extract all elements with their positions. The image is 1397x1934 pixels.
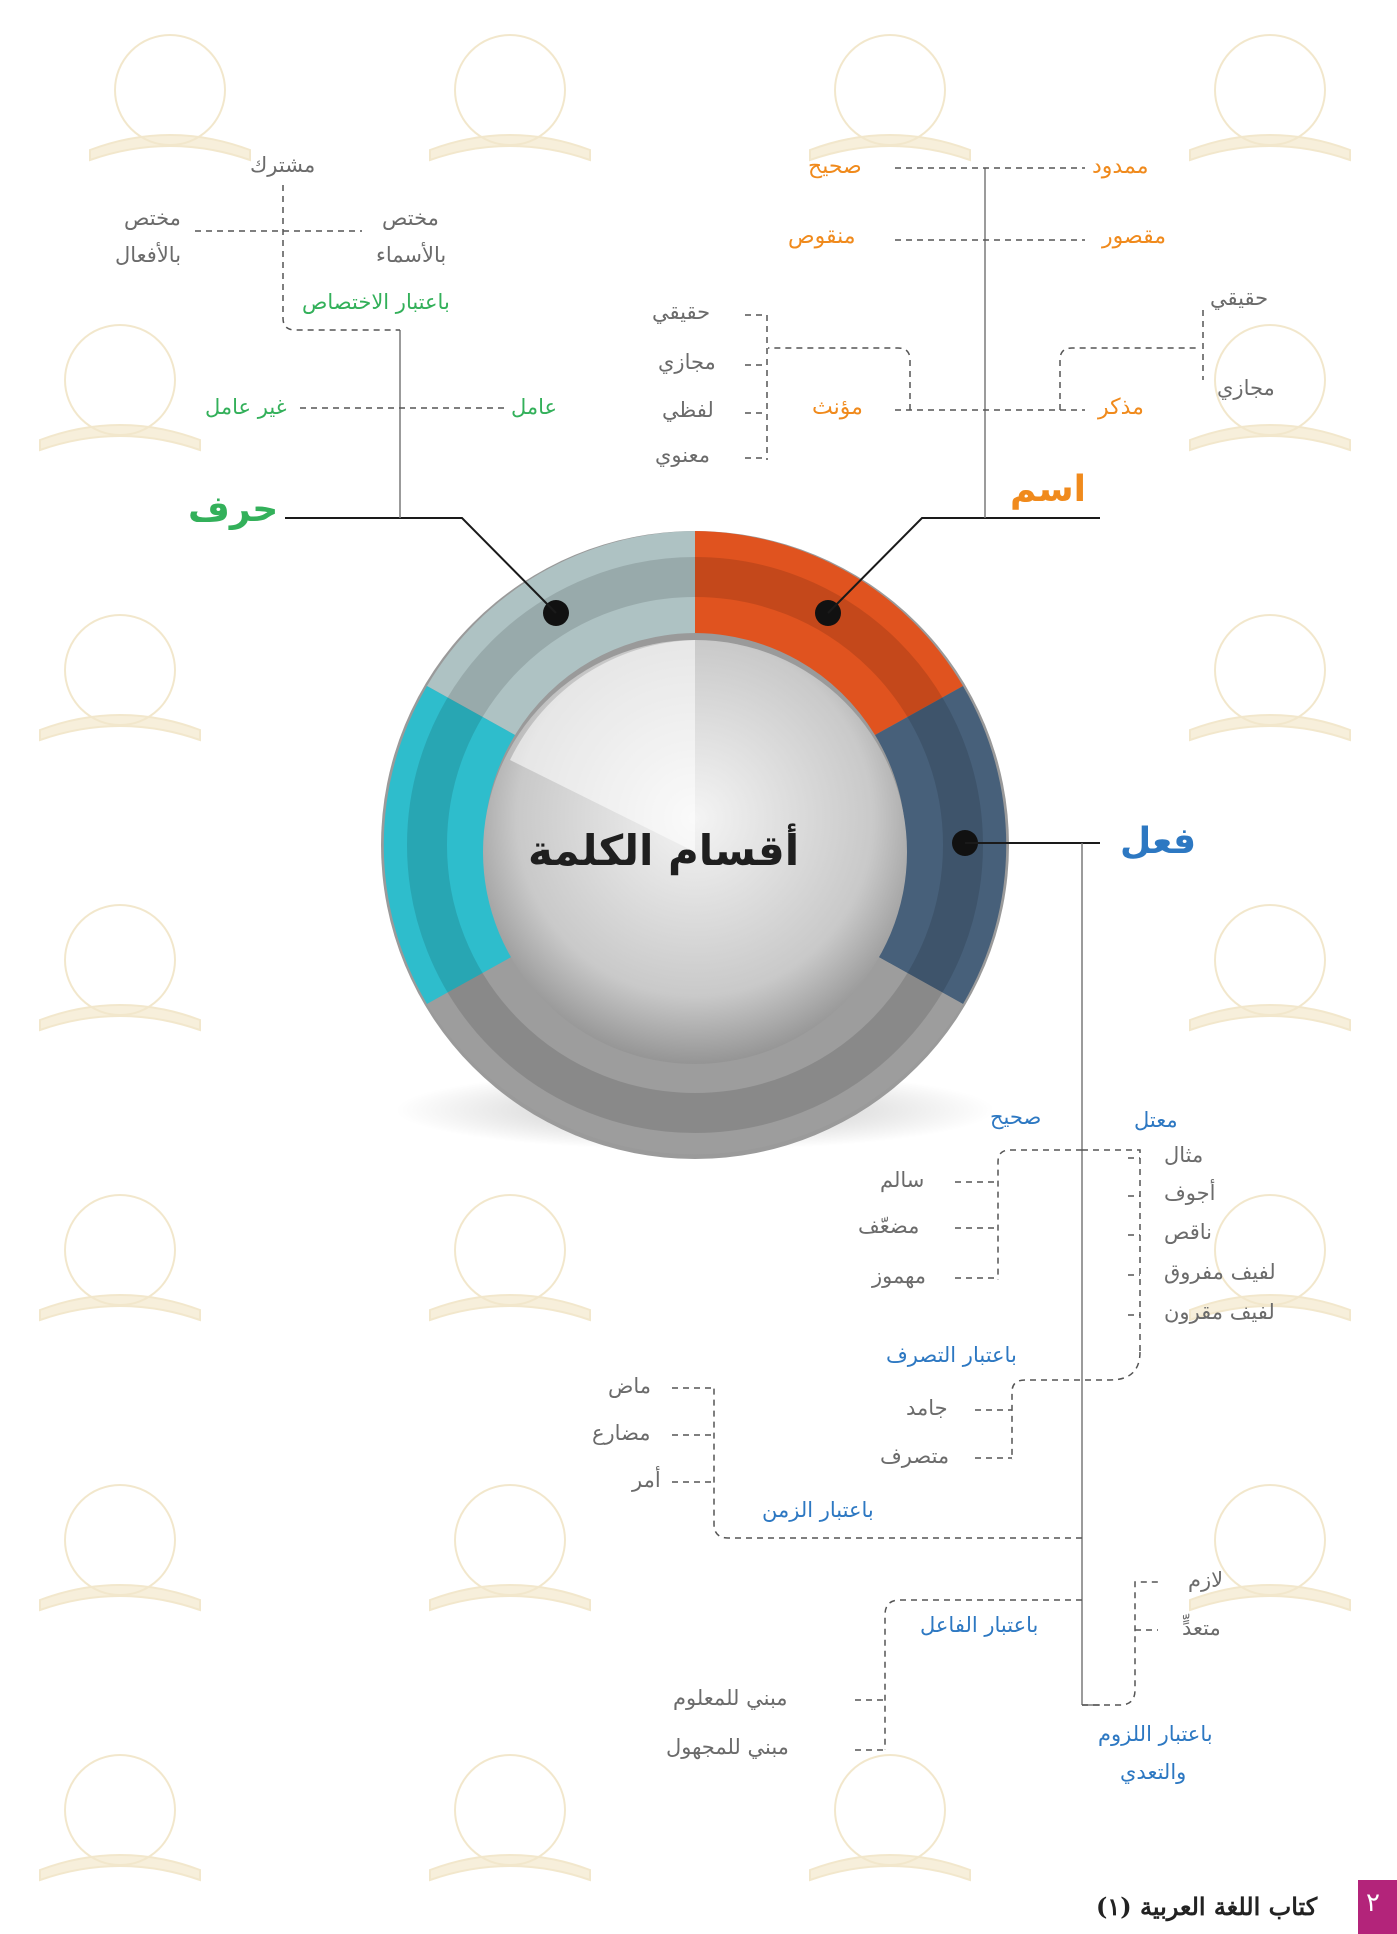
fil-lafif-maqrun: لفيف مقرون — [1164, 1300, 1275, 1324]
fil-bi-zaman: باعتبار الزمن — [762, 1498, 874, 1522]
harf-mukhtas-afal: مختص — [124, 206, 181, 230]
fil-mutaaddi: متعدٍّ — [1182, 1616, 1221, 1640]
fil-lafif-mafruq: لفيف مفروق — [1164, 1260, 1276, 1284]
fil-bi-tasarruf: باعتبار التصرف — [886, 1343, 1017, 1367]
muannath-lafzi: لفظي — [662, 398, 714, 422]
footer-book-title: كتاب اللغة العربية (١) — [1096, 1892, 1318, 1921]
harf-label: حرف — [188, 489, 279, 530]
footer-page-number: ٢ — [1366, 1888, 1380, 1918]
fil-mabni-majhul: مبني للمجهول — [666, 1735, 789, 1759]
muzakkar-majazi: مجازي — [1217, 376, 1275, 400]
ism-maqsur: مقصور — [1102, 224, 1166, 249]
fil-sahih: صحيح — [990, 1105, 1042, 1129]
fil-bi-luzum: باعتبار اللزوم — [1098, 1722, 1213, 1746]
footer-page-tab: ٢ — [1358, 1880, 1397, 1934]
leader-lines — [285, 517, 1100, 844]
harf-amil: عامل — [511, 395, 558, 419]
muannath-haqiqi: حقيقي — [652, 300, 711, 324]
harf-mushtarak: مشترك — [250, 153, 316, 177]
ism-muzakkar: مذكر — [1098, 395, 1144, 420]
ring-segment-gray — [427, 955, 963, 1155]
harf-ghayr-amil: غير عامل — [205, 395, 287, 419]
fil-lazim: لازم — [1188, 1568, 1224, 1592]
fil-mudari: مضارع — [592, 1421, 651, 1445]
ism-leader — [827, 517, 1100, 614]
fil-naqis: ناقص — [1164, 1220, 1213, 1244]
fil-mithal: مثال — [1164, 1143, 1204, 1167]
ring-segment-harf — [427, 531, 695, 735]
ism-mamdud: ممدود — [1092, 154, 1149, 179]
harf-mukhtas-asma: مختص — [382, 206, 439, 230]
ring-segment-ism — [695, 531, 963, 735]
ring-segment-fil — [875, 686, 1007, 1004]
fil-ajwaf: أجوف — [1164, 1181, 1216, 1205]
hub-highlight — [510, 640, 695, 852]
fil-bi-luzum-2: والتعدي — [1120, 1760, 1187, 1784]
muannath-majazi: مجازي — [658, 350, 716, 374]
dashed-lines — [195, 167, 1204, 1751]
connector-lines — [399, 168, 1100, 1706]
ring-segment-cyan — [383, 686, 515, 1004]
diagram-title: أقسام الكلمة — [528, 826, 800, 875]
fil-amr: أمر — [632, 1468, 661, 1492]
word-parts-wheel — [381, 531, 1009, 1159]
fil-madi: ماض — [608, 1374, 652, 1398]
fil-salim: سالم — [880, 1168, 925, 1192]
fil-jamid: جامد — [906, 1396, 948, 1420]
fil-mudaaf: مضعّف — [858, 1214, 920, 1238]
harf-mukhtas-asma-2: بالأسماء — [376, 243, 447, 267]
harf-bi-ikhtisas: باعتبار الاختصاص — [302, 290, 450, 314]
ism-sahih: صحيح — [808, 154, 862, 179]
ism-manqus: منقوص — [788, 224, 856, 249]
fil-mabni-malum: مبني للمعلوم — [673, 1686, 788, 1710]
watermark-pattern — [39, 34, 1351, 1882]
fil-bi-fail: باعتبار الفاعل — [920, 1613, 1039, 1637]
ism-label: اسم — [1010, 469, 1086, 510]
harf-leader — [285, 517, 557, 614]
muzakkar-haqiqi: حقيقي — [1210, 286, 1269, 310]
fil-mahmuz: مهموز — [872, 1264, 927, 1288]
ism-muannath: مؤنث — [812, 395, 863, 420]
fil-mutal: معتل — [1134, 1108, 1178, 1132]
harf-mukhtas-afal-2: بالأفعال — [115, 243, 182, 267]
muannath-manawi: معنوي — [655, 443, 711, 467]
fil-label: فعل — [1120, 821, 1197, 862]
fil-mutasarrif: متصرف — [880, 1444, 950, 1468]
